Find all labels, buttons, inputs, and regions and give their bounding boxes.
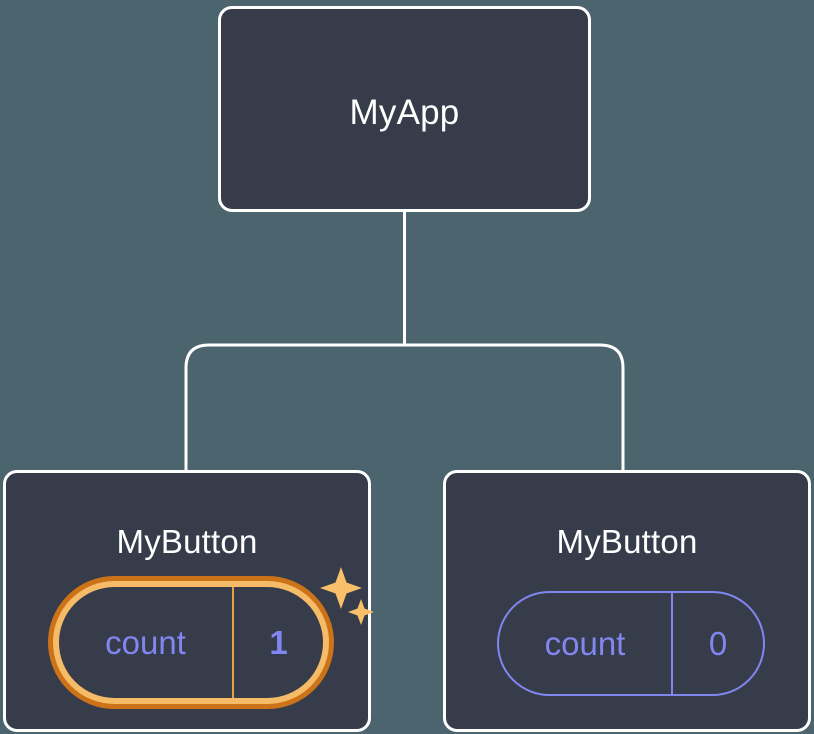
state-key-label: count — [499, 593, 673, 694]
connector-branch-bus — [184, 343, 625, 472]
node-myapp[interactable]: MyApp — [218, 6, 591, 212]
node-mybutton-right[interactable]: MyButton count 0 — [443, 470, 811, 732]
node-mybutton-left[interactable]: MyButton count 1 — [3, 470, 374, 732]
node-mybutton-right-label: MyButton — [556, 523, 698, 560]
state-pill-highlighted[interactable]: count 1 — [48, 576, 334, 709]
state-pill-plain[interactable]: count 0 — [497, 591, 765, 696]
node-mybutton-left-label: MyButton — [116, 523, 258, 560]
node-myapp-label: MyApp — [349, 93, 460, 132]
state-key-label: count — [59, 587, 234, 698]
state-value-label: 0 — [708, 624, 728, 662]
state-pill-inner: count 1 — [59, 587, 323, 698]
state-value-label: 1 — [269, 623, 288, 661]
